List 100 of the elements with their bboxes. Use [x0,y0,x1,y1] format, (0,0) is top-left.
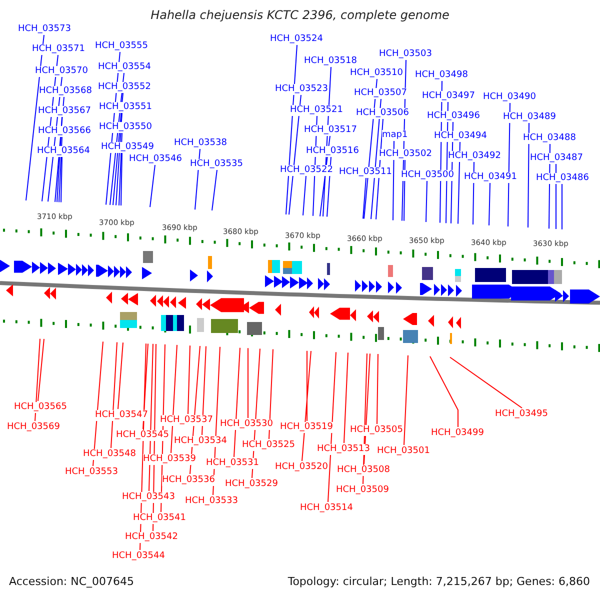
gene-label: HCH_03489 [503,112,556,122]
gene-label: HCH_03502 [379,148,432,160]
gene-label: HCH_03543 [122,492,175,502]
gene-label: HCH_03491 [464,172,517,182]
leader-line [26,34,44,201]
gene-label: HCH_03510 [350,68,403,78]
gene-label: HCH_03519 [280,422,333,432]
gene-label: HCH_03537 [160,414,213,426]
gene-label: HCH_03565 [14,402,67,412]
gene-label: HCH_03490 [483,92,536,102]
leader-line [458,142,460,224]
gene-label: HCH_03551 [99,102,152,112]
gene-label: HCH_03539 [143,454,196,464]
gene-label: HCH_03520 [275,462,328,472]
leader-line [150,164,156,208]
leader-line [118,342,124,410]
gene-label: HCH_03534 [174,436,227,446]
gene-label: HCH_03548 [83,448,136,460]
gene-label: HCH_03547 [95,410,148,420]
leader-line [450,356,522,408]
gene-label: HCH_03500 [401,170,454,180]
leader-line [306,350,308,422]
gene-label: HCH_03486 [536,172,589,184]
gene-label: HCH_03564 [37,146,90,156]
gene-label: HCH_03492 [448,150,501,162]
gene-label: HCH_03507 [354,88,407,98]
gene-label: HCH_03496 [427,110,480,122]
gene-label: HCH_03522 [280,164,333,176]
leader-line [38,338,44,402]
gene-label: HCH_03506 [356,108,409,118]
gene-label: HCH_03573 [18,24,71,34]
leader-line [426,180,428,222]
gene-label: HCH_03511 [339,166,392,178]
gene-label: HCH_03531 [206,458,259,468]
leader-line [142,343,148,430]
leader-line [34,338,40,422]
gene-label: HCH_03487 [530,152,583,164]
leader-line [118,132,122,206]
gene-label: HCH_03505 [350,424,403,436]
leader-line [328,352,336,502]
gene-label: HCH_03498 [415,70,468,80]
gene-label: HCH_03499 [431,428,484,438]
leader-line [528,122,530,228]
gene-label: HCH_03513 [317,444,370,454]
leader-line [234,347,240,458]
leader-line [268,348,274,440]
gene-label: HCH_03523 [275,84,328,94]
gene-label: HCH_03567 [38,106,91,116]
gene-label: HCH_03569 [7,422,60,432]
leader-line [488,182,490,226]
gene-label: HCH_03525 [242,440,295,450]
leader-line [302,176,306,216]
gene-label: HCH_03549 [101,142,154,152]
leader-line [188,345,190,414]
leader-line [392,140,394,221]
gene-label: HCH_03524 [270,34,323,44]
leader-line [404,354,408,446]
gene-label: HCH_03530 [220,418,273,430]
leader-line [344,352,348,444]
gene-label: HCH_03508 [337,464,390,476]
gene-label: HCH_03553 [65,466,118,478]
gene-label: HCH_03570 [35,66,88,76]
footer-text: Accession: NC_007645 [9,575,134,588]
gene-label: HCH_03521 [290,104,343,116]
gene-label: HCH_03495 [495,408,548,420]
leader-line [170,344,178,454]
leader-line [376,354,378,424]
title: Hahella chejuensis KCTC 2396, complete genome [150,8,450,22]
gene-label: HCH_03566 [38,126,91,136]
gene-label: HCH_03552 [98,82,151,92]
gene-label: HCH_03514 [300,502,353,514]
leader-line [212,170,218,211]
gene-label: HCH_03536 [162,474,215,486]
leader-line [430,356,458,428]
gene-label: HCH_03494 [434,130,487,142]
leader-line [302,350,312,462]
leader-line [110,342,118,448]
gene-label: HCH_03571 [32,44,85,54]
gene-label: HCH_03538 [174,138,227,148]
gene-label: HCH_03518 [304,56,357,66]
gene-label: HCH_03501 [377,446,430,456]
gene-label: HCH_03541 [133,512,186,524]
footer-text: Topology: circular; Length: 7,215,267 bp; Genes: 6,860 [288,575,590,588]
gene-label: HCH_03488 [523,132,576,144]
gene-label: HCH_03542 [125,532,178,542]
leader-line [148,343,154,492]
gene-label: HCH_03503 [379,48,432,60]
gene-label: map1 [382,130,408,140]
gene-label: HCH_03554 [98,62,151,72]
leader-line [120,152,122,206]
gene-label: HCH_03535 [190,158,243,170]
gene-label: HCH_03568 [39,86,92,96]
leader-line [202,346,206,436]
gene-label: HCH_03517 [304,124,357,136]
gene-label: HCH_03546 [129,154,182,164]
leader-line [60,156,62,203]
gene-label: HCH_03533 [185,496,238,506]
gene-label: HCH_03497 [422,90,475,102]
gene-label: HCH_03544 [112,550,165,562]
gene-label: HCH_03545 [116,430,169,440]
